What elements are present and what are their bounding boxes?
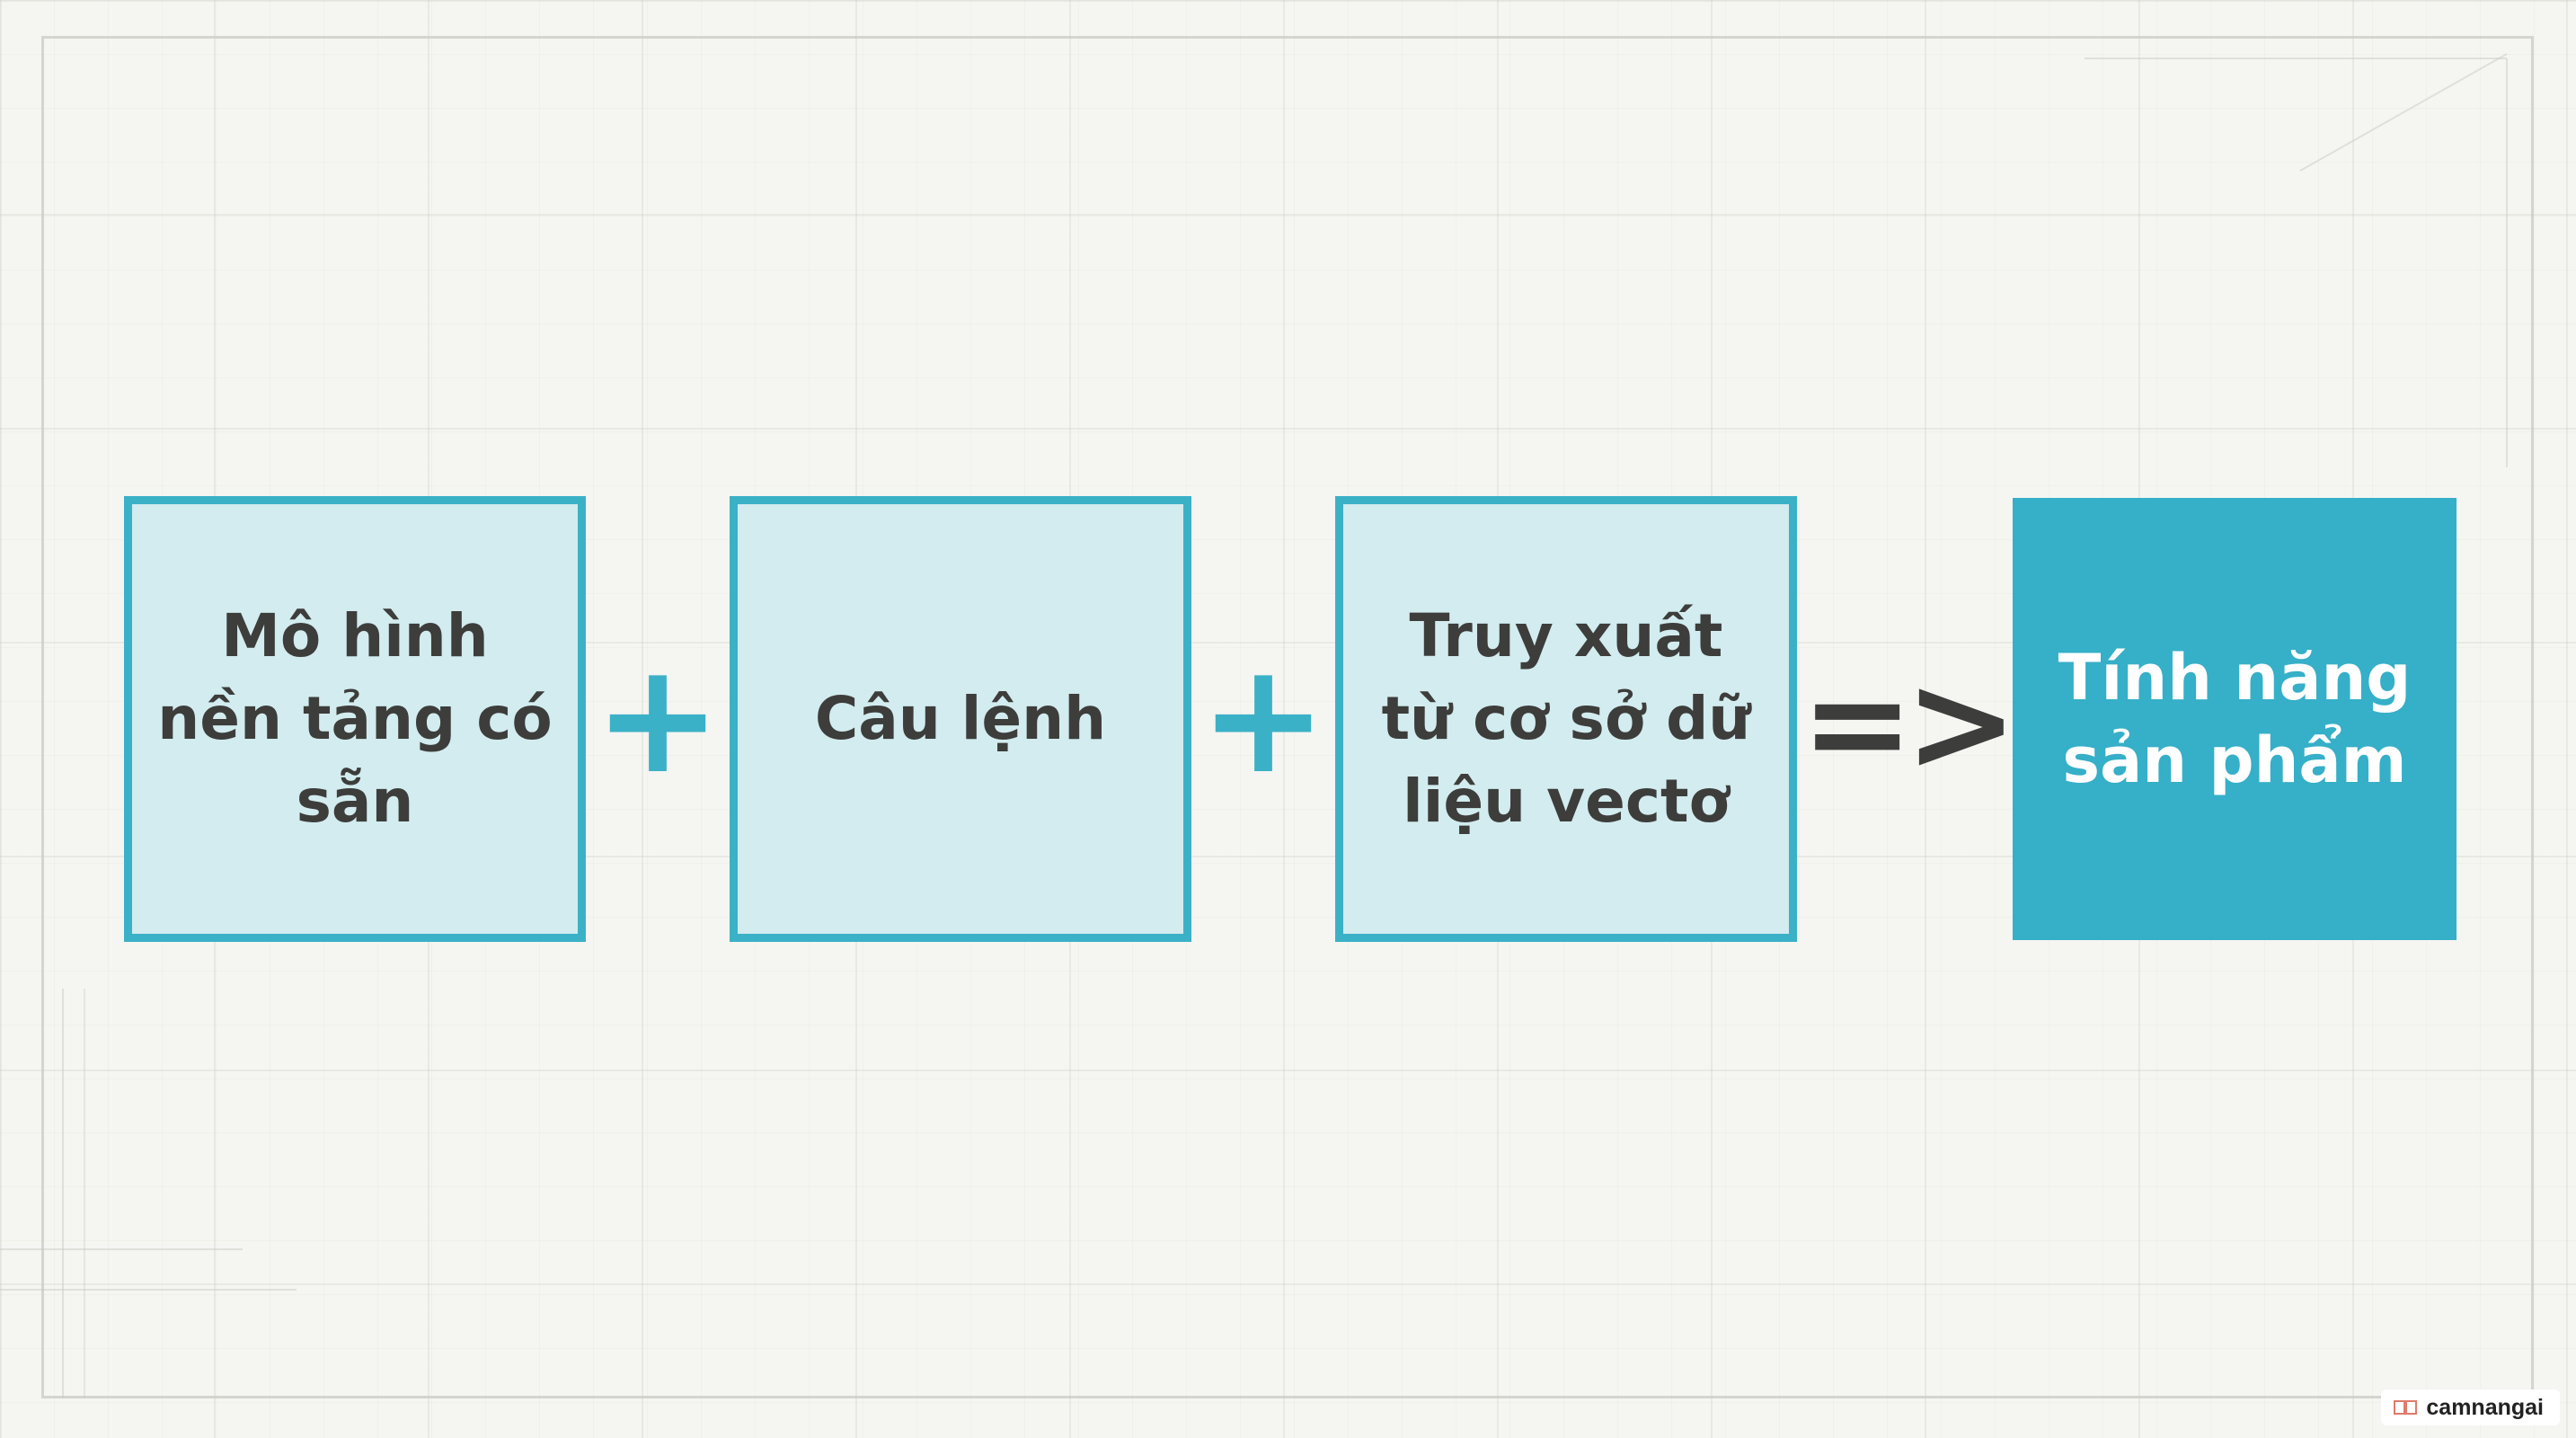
box-prompt-label: Câu lệnh xyxy=(814,684,1107,753)
result-arrow-operator: => xyxy=(1801,645,2017,802)
book-icon xyxy=(2394,1400,2418,1415)
box-foundation-model: Mô hình nền tảng có sẵn xyxy=(124,496,586,942)
watermark-badge: camnangai xyxy=(2381,1389,2560,1425)
box-vector-retrieval: Truy xuất từ cơ sở dữ liệu vectơ xyxy=(1335,496,1797,942)
box-foundation-model-label: Mô hình nền tảng có sẵn xyxy=(157,601,553,836)
box-prompt: Câu lệnh xyxy=(730,496,1191,942)
box-product-feature-label: Tính năng sản phẩm xyxy=(2058,641,2412,797)
watermark-text: camnangai xyxy=(2426,1394,2544,1420)
box-vector-retrieval-label: Truy xuất từ cơ sở dữ liệu vectơ xyxy=(1381,601,1751,836)
plus-operator-2: + xyxy=(1199,630,1328,808)
plus-operator-1: + xyxy=(593,630,722,808)
box-product-feature: Tính năng sản phẩm xyxy=(2013,498,2456,940)
